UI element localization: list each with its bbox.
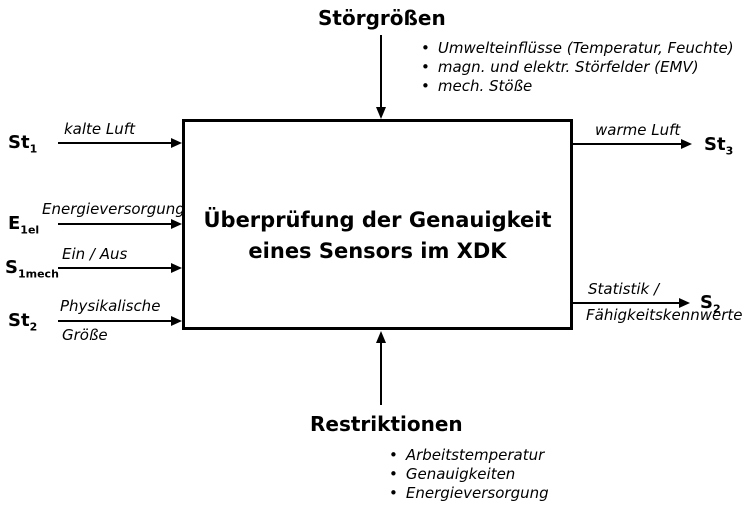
input-label-ein-aus: Ein / Aus: [62, 245, 128, 263]
disturbances-arrow-down-icon: [376, 35, 386, 119]
output-arrow-right-icon: [573, 139, 692, 149]
input-symbol-s1mech: S1mech: [5, 257, 59, 281]
output-label-faehigkeitskennwerte: Fähigkeitskennwerte: [586, 306, 743, 324]
input-symbol-st2: St2: [8, 310, 38, 334]
output-symbol-s2: S2: [700, 292, 721, 316]
process-box-title-line2: eines Sensors im XDK: [248, 238, 507, 263]
disturbance-item: Umwelteinflüsse (Temperatur, Feuchte): [421, 39, 734, 58]
input-arrow-right-icon: [58, 316, 182, 326]
restriction-item: Energieversorgung: [389, 484, 549, 503]
restriction-item: Genauigkeiten: [389, 465, 549, 484]
disturbance-item: magn. und elektr. Störfelder (EMV): [421, 58, 734, 77]
disturbances-list: Umwelteinflüsse (Temperatur, Feuchte) ma…: [421, 39, 734, 96]
input-arrow-right-icon: [58, 138, 182, 148]
input-label-kalte-luft: kalte Luft: [64, 120, 135, 138]
output-label-statistik: Statistik /: [588, 280, 660, 298]
disturbances-title: Störgrößen: [318, 6, 446, 30]
disturbance-item: mech. Stöße: [421, 77, 734, 96]
output-symbol-st3: St3: [704, 134, 734, 158]
process-box-title-line1: Überprüfung der Genauigkeit: [203, 207, 552, 232]
input-arrow-right-icon: [58, 263, 182, 273]
input-symbol-e1el: E1el: [8, 213, 40, 237]
input-label-groesse: Größe: [62, 326, 108, 344]
input-symbol-st1: St1: [8, 132, 38, 156]
output-label-warme-luft: warme Luft: [595, 121, 681, 139]
process-box: Überprüfung der Genauigkeit eines Sensor…: [182, 119, 573, 330]
restrictions-title: Restriktionen: [310, 412, 463, 436]
restriction-item: Arbeitstemperatur: [389, 446, 549, 465]
output-arrow-right-icon: [573, 298, 690, 308]
input-arrow-right-icon: [58, 219, 182, 229]
input-label-energieversorgung: Energieversorgung: [42, 200, 185, 218]
restrictions-arrow-up-icon: [376, 331, 386, 405]
input-label-physikalische: Physikalische: [60, 297, 161, 315]
restrictions-list: Arbeitstemperatur Genauigkeiten Energiev…: [389, 446, 549, 503]
